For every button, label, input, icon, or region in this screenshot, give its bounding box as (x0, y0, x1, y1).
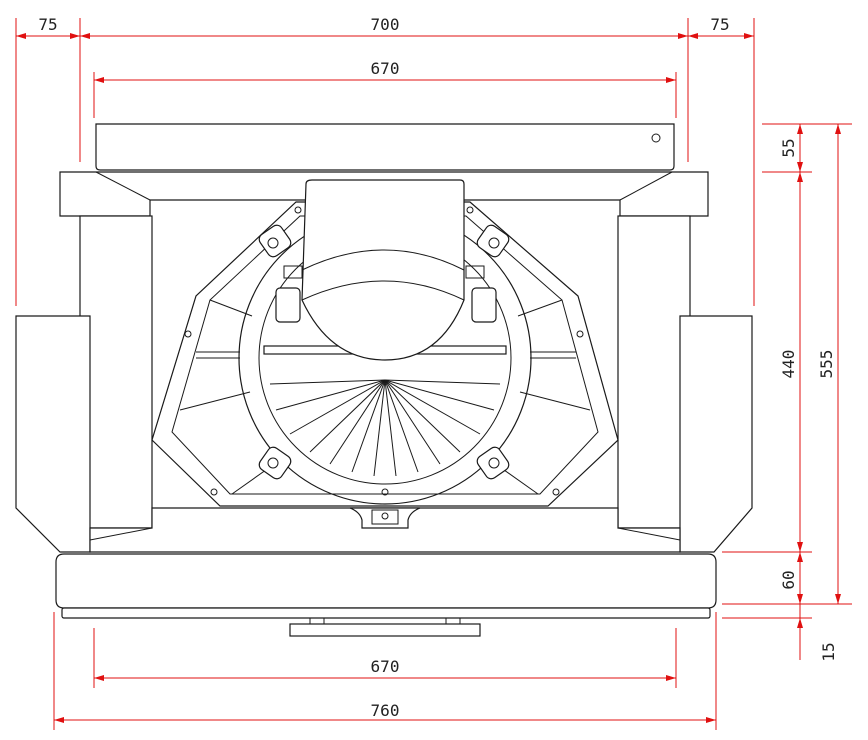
dim-top-plate-thickness: 55 (779, 138, 798, 157)
housing-bolts (184, 206, 584, 496)
base-plate (55, 553, 717, 609)
dim-top-width: 700 (371, 15, 400, 34)
dim-bottom-total-width: 760 (371, 701, 400, 720)
bottom-outlet (349, 507, 421, 529)
foot (289, 623, 481, 637)
mounting-lugs (258, 224, 510, 480)
dim-top-inner-width: 670 (371, 59, 400, 78)
top-plate (95, 123, 675, 171)
dimensions: 75 700 75 670 670 760 55 440 555 60 15 (15, 15, 852, 730)
dim-bottom-inner-width: 670 (371, 657, 400, 676)
left-bracket (275, 287, 301, 323)
housing-struts (179, 299, 591, 495)
fan-blades (269, 379, 501, 477)
dim-body-height: 440 (779, 350, 798, 379)
octagonal-housing (151, 201, 619, 507)
top-plate-hole (651, 133, 661, 143)
right-wing (679, 315, 753, 553)
left-wing (15, 315, 91, 553)
left-column (79, 215, 153, 529)
dim-top-left-overhang: 75 (38, 15, 57, 34)
machine-outline (15, 123, 753, 637)
right-column (617, 215, 691, 529)
hopper (301, 179, 465, 361)
right-bracket (471, 287, 497, 323)
base-plate-edge (61, 607, 711, 619)
dim-total-height: 555 (817, 350, 836, 379)
dim-base-thickness: 60 (779, 570, 798, 589)
dim-top-right-overhang: 75 (710, 15, 729, 34)
dim-foot-height: 15 (819, 642, 838, 661)
